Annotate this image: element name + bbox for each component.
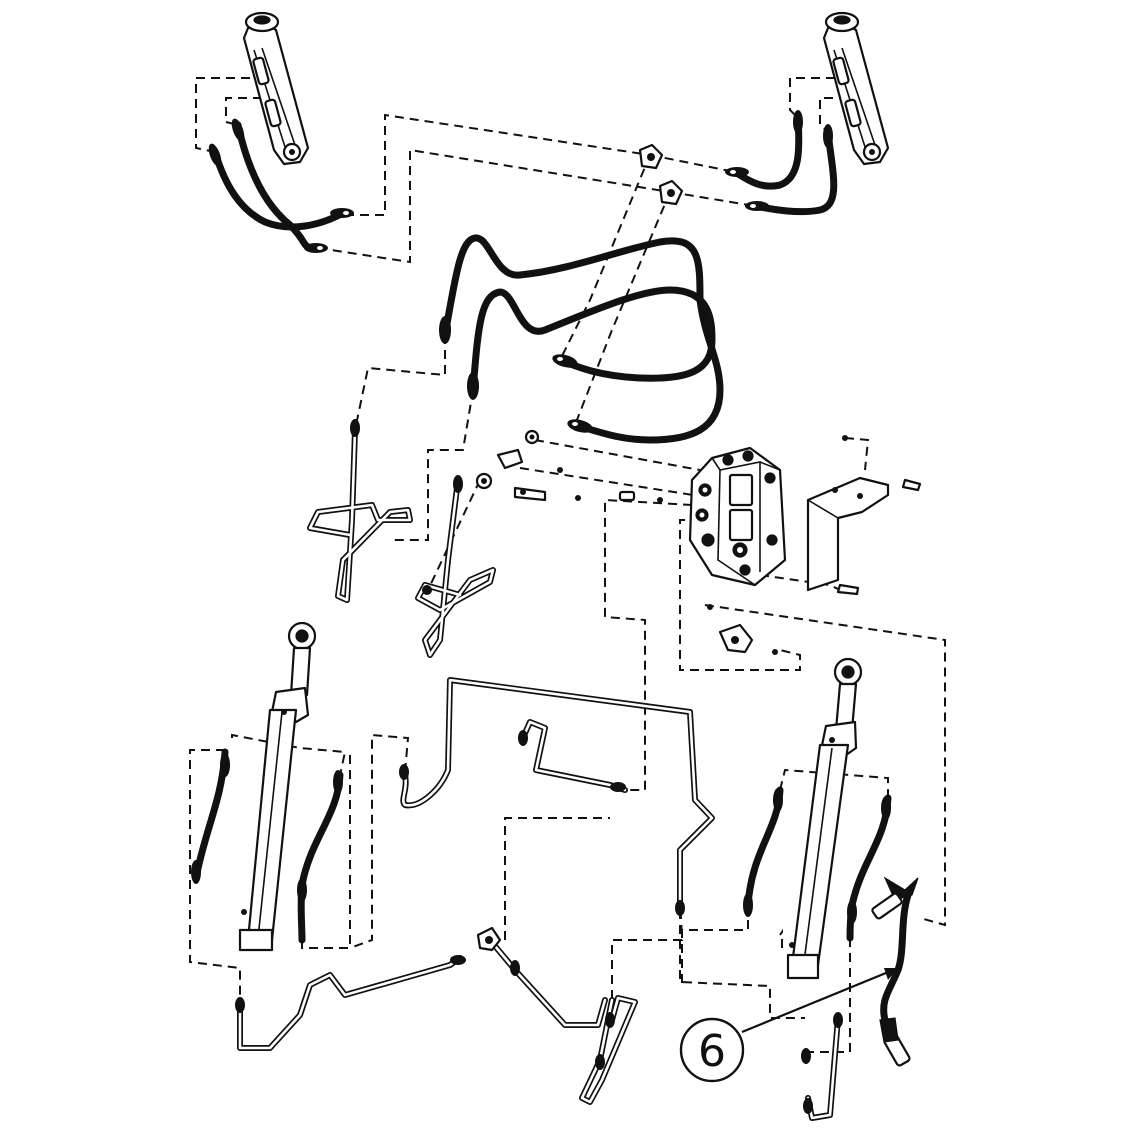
lower-tee-fitting	[476, 926, 502, 952]
lower-tubes	[235, 677, 843, 1121]
top-tee-fittings	[638, 143, 684, 206]
lower-right-cylinder	[786, 657, 863, 980]
mounting-bracket	[806, 476, 922, 596]
top-left-cylinder	[242, 11, 310, 166]
lower-right-hoses	[743, 786, 892, 942]
lower-left-cylinder	[238, 621, 317, 952]
lower-left-hoses	[191, 748, 344, 944]
top-right-hoses	[725, 110, 838, 216]
connection-lines	[189, 77, 946, 1053]
top-left-hoses	[208, 118, 354, 253]
middle-left-tubes	[307, 419, 496, 658]
callout-circle	[679, 1017, 745, 1083]
center-long-hoses	[439, 234, 724, 444]
part-6-hose	[871, 876, 919, 1067]
small-fittings	[475, 429, 848, 503]
callout-label: 6	[698, 1026, 726, 1077]
top-right-cylinder	[822, 11, 890, 166]
control-valve	[688, 446, 787, 587]
callout-6: 6	[679, 966, 899, 1083]
valve-lower-fittings	[707, 604, 778, 655]
